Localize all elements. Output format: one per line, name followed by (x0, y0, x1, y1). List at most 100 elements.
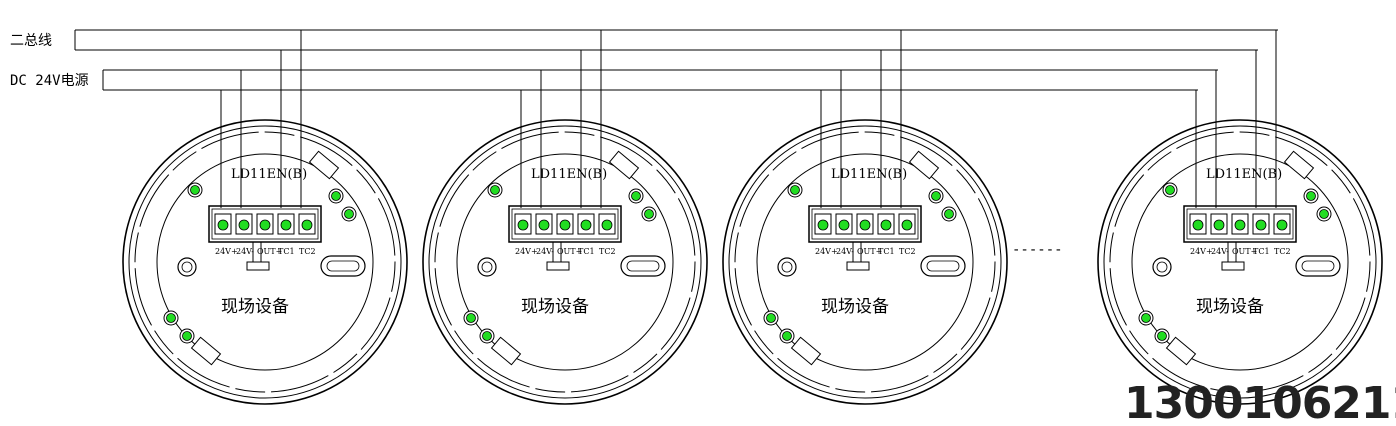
terminal-label: TC1 (578, 247, 595, 256)
led-indicator (790, 185, 800, 195)
terminal-label: 24V- (836, 247, 854, 256)
terminal-label: 24V+ (1190, 247, 1213, 256)
device-ring-dashed (434, 131, 696, 393)
led-indicator (631, 191, 641, 201)
two-wire-bus-label: 二总线 (10, 33, 52, 49)
led-indicator (466, 313, 476, 323)
mounting-tab (308, 150, 340, 180)
mounting-slot (620, 255, 666, 277)
led-indicator (931, 191, 941, 201)
device-inner-ring (156, 153, 374, 371)
led-indicator (782, 331, 792, 341)
field-device: LD11EN(B) 24V+24V-OUT+TC1 TC2 现场设备 (1097, 30, 1383, 405)
terminal-led (1234, 219, 1246, 231)
led-indicator (1165, 185, 1175, 195)
mounting-hole (477, 257, 497, 277)
terminal-led (859, 219, 871, 231)
device-outer-ring (1097, 119, 1383, 405)
terminal-led (1255, 219, 1267, 231)
terminal-label: 24V+ (515, 247, 538, 256)
device-outer-ring (122, 119, 408, 405)
device-name: 现场设备 (1196, 297, 1264, 317)
led-indicator (944, 209, 954, 219)
led-indicator (331, 191, 341, 201)
led-indicator (1306, 191, 1316, 201)
mounting-slot (920, 255, 966, 277)
device-ring (128, 125, 402, 399)
terminal-led (880, 219, 892, 231)
terminal-led (580, 219, 592, 231)
continuation-dashes: ------ (1012, 242, 1063, 258)
terminal-led (217, 219, 229, 231)
mounting-tab (790, 336, 822, 366)
terminal-label: 24V- (536, 247, 554, 256)
device-name: 现场设备 (521, 297, 589, 317)
terminal-label: TC2 (599, 247, 616, 256)
terminal-label: TC1 (1253, 247, 1270, 256)
terminal-led (1276, 219, 1288, 231)
device-inner-ring (456, 153, 674, 371)
terminal-led (517, 219, 529, 231)
device-ring-dashed (734, 131, 996, 393)
device-inner-ring (756, 153, 974, 371)
device-ring-dashed (134, 131, 396, 393)
mounting-hole (1152, 257, 1172, 277)
led-indicator (182, 331, 192, 341)
terminal-led (1192, 219, 1204, 231)
led-indicator (1141, 313, 1151, 323)
terminal-label: TC2 (899, 247, 916, 256)
field-device: LD11EN(B) 24V+24V-OUT+TC1 TC2 现场设备 (422, 30, 708, 405)
terminal-label: TC1 (878, 247, 895, 256)
led-indicator (166, 313, 176, 323)
mounting-tab (1283, 150, 1315, 180)
mounting-slot (320, 255, 366, 277)
terminal-label: 24V+ (215, 247, 238, 256)
mounting-tab (490, 336, 522, 366)
mounting-hole (177, 257, 197, 277)
mounting-tab (608, 150, 640, 180)
contact-number: 13001062119 (1124, 378, 1396, 426)
terminal-led (238, 219, 250, 231)
led-indicator (482, 331, 492, 341)
terminal-label: OUT+ (257, 247, 282, 256)
terminal-label: TC2 (1274, 247, 1291, 256)
device-ring-dashed (1109, 131, 1371, 393)
led-indicator (1319, 209, 1329, 219)
led-indicator (766, 313, 776, 323)
terminal-led (559, 219, 571, 231)
led-indicator (490, 185, 500, 195)
terminal-led (601, 219, 613, 231)
led-indicator (1157, 331, 1167, 341)
device-model: LD11EN(B) (1206, 167, 1282, 182)
device-ring (728, 125, 1002, 399)
device-outer-ring (422, 119, 708, 405)
device-model: LD11EN(B) (531, 167, 607, 182)
device-model: LD11EN(B) (831, 167, 907, 182)
mounting-tab (1165, 336, 1197, 366)
terminal-label: 24V+ (815, 247, 838, 256)
terminal-led (259, 219, 271, 231)
device-inner-ring (1131, 153, 1349, 371)
terminal-led (280, 219, 292, 231)
terminal-label: OUT+ (557, 247, 582, 256)
terminal-led (1213, 219, 1225, 231)
dc-power-label: DC 24V电源 (10, 73, 89, 89)
mounting-hole (777, 257, 797, 277)
terminal-label: TC2 (299, 247, 316, 256)
device-name: 现场设备 (221, 297, 289, 317)
terminal-label: OUT+ (1232, 247, 1257, 256)
terminal-label: 24V- (1211, 247, 1229, 256)
terminal-led (301, 219, 313, 231)
terminal-led (538, 219, 550, 231)
terminal-led (838, 219, 850, 231)
terminal-led (817, 219, 829, 231)
device-name: 现场设备 (821, 297, 889, 317)
bus-lines (74, 29, 1278, 91)
mounting-slot (1295, 255, 1341, 277)
device-outer-ring (722, 119, 1008, 405)
device-ring (1103, 125, 1377, 399)
